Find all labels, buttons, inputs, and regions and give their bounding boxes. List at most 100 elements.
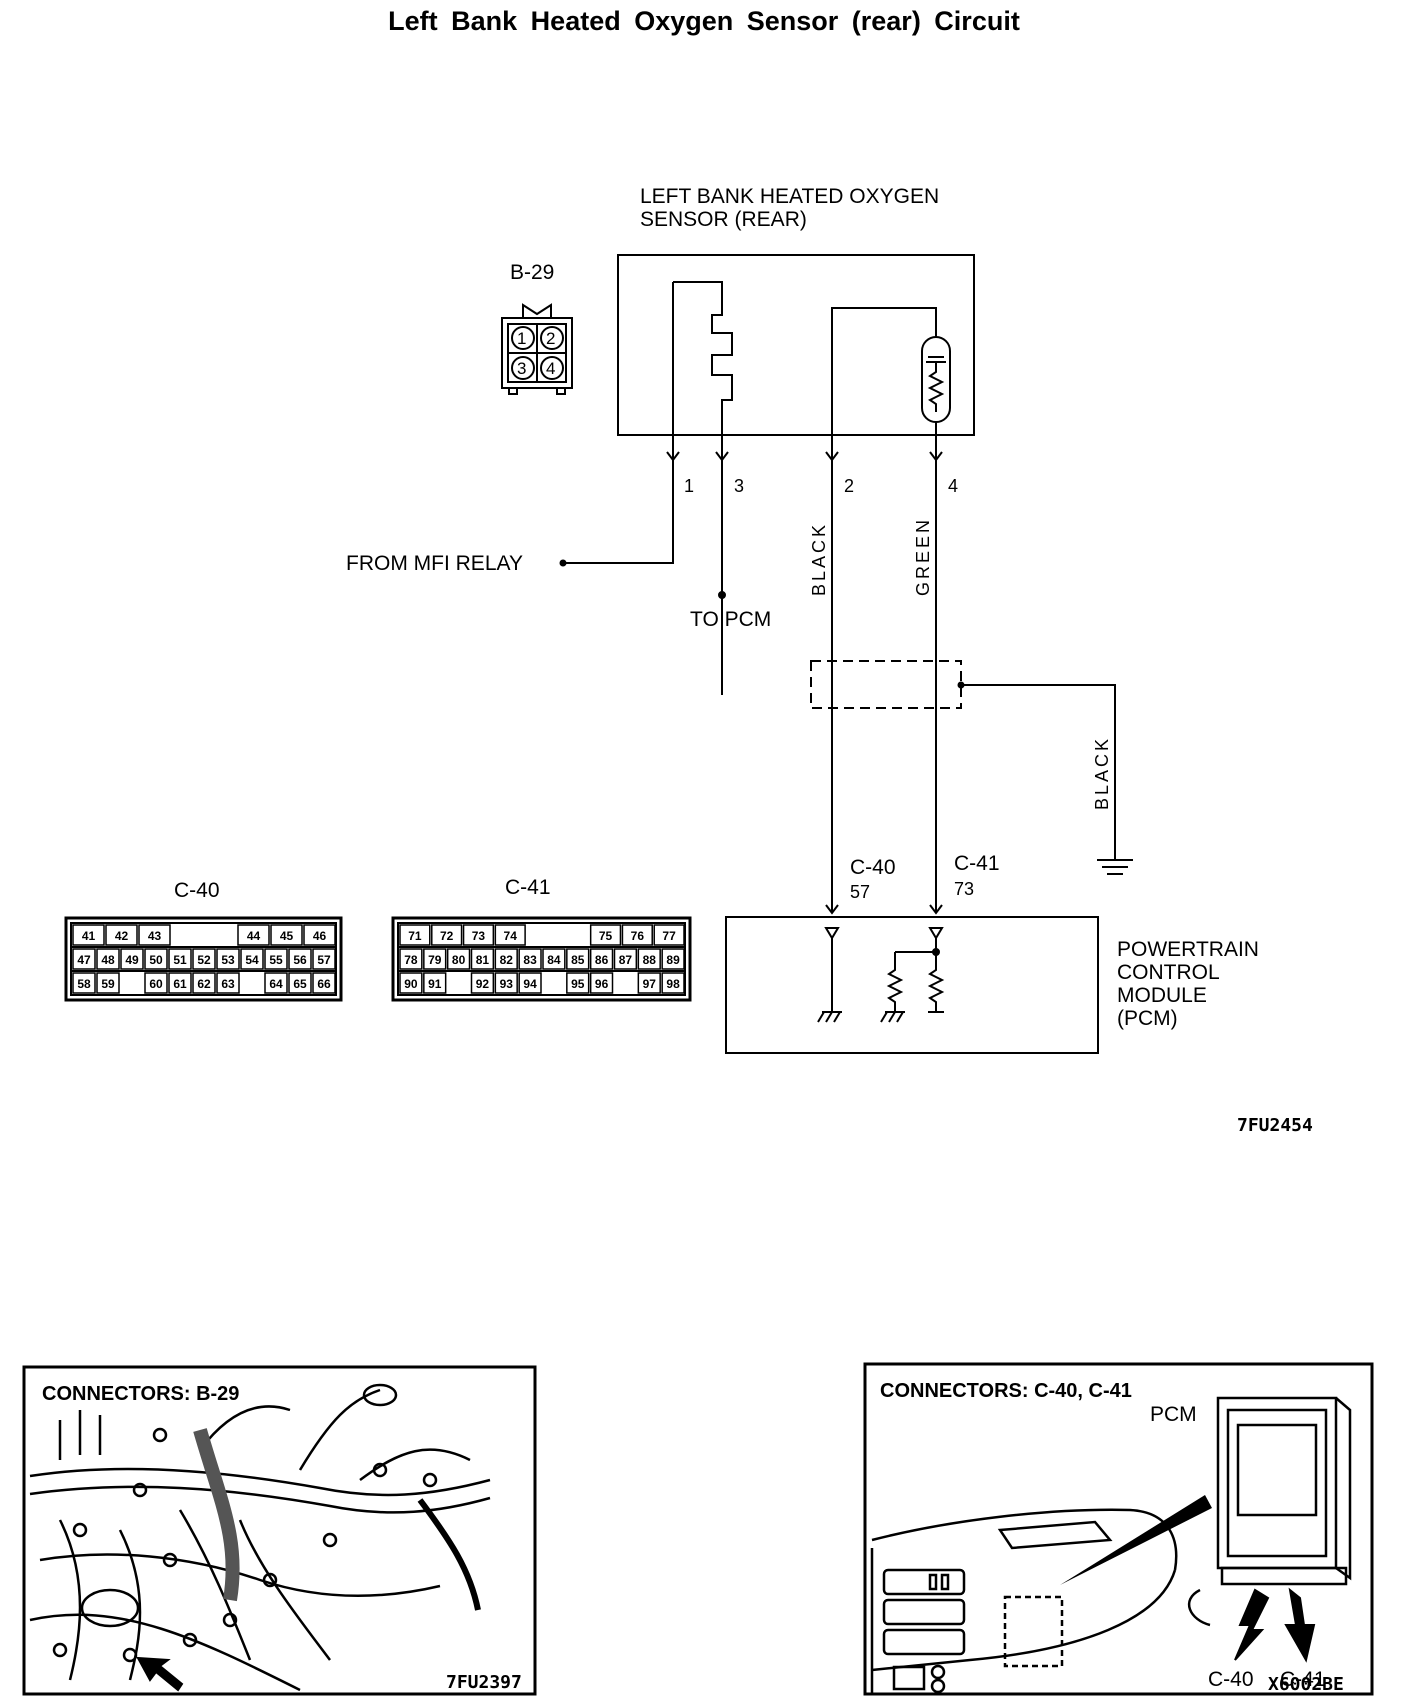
from-mfi-relay-label: FROM MFI RELAY: [346, 552, 523, 575]
connector-cavity: [589, 972, 614, 994]
connector-cavity: [168, 972, 192, 994]
connector-cavity: [105, 924, 138, 946]
connector-cavity: [494, 972, 518, 994]
connector-cavity: [312, 948, 336, 970]
connector-pin-number: 91: [428, 977, 442, 991]
c41-connector-outline: [391, 916, 692, 1002]
connector-cavity: [216, 948, 240, 970]
connector-cavity: [270, 924, 303, 946]
connector-pin-number: 57: [317, 953, 331, 967]
pcm-c40-pin: 57: [850, 882, 870, 902]
connector-pin-number: 65: [293, 977, 307, 991]
terminal-1-label: 1: [684, 476, 694, 496]
pcm-label-line2: CONTROL: [1117, 961, 1220, 984]
shield-box: [810, 660, 962, 709]
connector-pin-number: 89: [666, 953, 680, 967]
connector-pin-number: 76: [631, 929, 645, 943]
connector-pin-number: 51: [173, 953, 187, 967]
connector-pin-number: 96: [595, 977, 609, 991]
connector-pin-number: 82: [500, 953, 514, 967]
b29-connector-label: B-29: [510, 261, 554, 284]
wire-2: [831, 307, 937, 436]
ground-symbol: [1097, 859, 1133, 875]
connector-cavity: [138, 924, 171, 946]
connector-pin-number: 79: [428, 953, 442, 967]
connector-pin-number: 75: [599, 929, 613, 943]
connector-cavity: [589, 948, 614, 970]
connector-cavity: [637, 948, 661, 970]
pcm-pointer: [1060, 1495, 1212, 1585]
connector-pin-number: 86: [595, 953, 609, 967]
connector-cavity: [96, 948, 120, 970]
photo-left-frame: [22, 1365, 537, 1696]
connector-pin-number: 43: [148, 929, 162, 943]
connector-cavity: [168, 948, 192, 970]
connector-cavity: [518, 972, 542, 994]
connector-pin-number: 42: [115, 929, 129, 943]
connector-pin-number: 61: [173, 977, 187, 991]
pcm-label-line4: (PCM): [1117, 1007, 1178, 1030]
connector-pin-number: 62: [197, 977, 211, 991]
connector-pin-number: 84: [547, 953, 561, 967]
pcm-c41-label: C-41: [954, 852, 1000, 875]
sensor-label-line1: LEFT BANK HEATED OXYGEN: [640, 185, 939, 208]
photo-right-c41-label: C-41: [1280, 1668, 1326, 1691]
sensor-label-line2: SENSOR (REAR): [640, 208, 807, 231]
connector-cavity: [661, 972, 685, 994]
connector-cavity: [240, 948, 264, 970]
connector-cavity: [518, 948, 542, 970]
green-wire-label: GREEN: [913, 517, 933, 596]
connector-pin-number: 93: [500, 977, 514, 991]
connector-pin-number: 46: [313, 929, 327, 943]
connector-pin-number: 71: [408, 929, 422, 943]
connector-cavity: [661, 948, 685, 970]
connector-cavity: [72, 948, 96, 970]
connector-pin-number: 64: [269, 977, 283, 991]
connector-cavity: [566, 948, 590, 970]
connector-cavity: [589, 924, 622, 946]
terminal-arrow-4: [929, 451, 943, 462]
connector-cavity: [431, 924, 463, 946]
connector-pin-number: 66: [317, 977, 331, 991]
figure-code-main: 7FU2454: [1237, 1115, 1313, 1136]
connector-pin-number: 59: [101, 977, 115, 991]
relay-dot: [559, 559, 567, 567]
connector-pin-number: 56: [293, 953, 307, 967]
connector-cavity: [237, 924, 270, 946]
terminal-arrow-2: [825, 451, 839, 462]
shield-black-label: BLACK: [1092, 736, 1112, 810]
connector-pin-number: 90: [404, 977, 418, 991]
photo-right-frame: [863, 1362, 1374, 1696]
connector-cavity: [288, 948, 312, 970]
b29-pin-2: 2: [546, 329, 555, 348]
connector-cavity: [121, 973, 143, 993]
connector-pin-number: 94: [523, 977, 537, 991]
connector-pin-number: 77: [662, 929, 676, 943]
connector-cavity: [448, 973, 470, 993]
arrow-icon: [136, 1656, 184, 1692]
connector-cavity: [494, 948, 518, 970]
connector-pin-number: 73: [472, 929, 486, 943]
pcm-c40-label: C-40: [850, 856, 896, 879]
connector-cavity: [566, 972, 590, 994]
connector-cavity: [470, 972, 495, 994]
connector-cavity: [423, 972, 447, 994]
connector-pin-number: 55: [269, 953, 283, 967]
wire-1: [560, 282, 674, 564]
connector-cavity: [527, 925, 557, 945]
b29-pin-1: 1: [517, 329, 526, 348]
shield-wire: [961, 684, 1116, 860]
connector-pin-number: 98: [666, 977, 680, 991]
terminal-arrow-1: [666, 451, 680, 462]
connector-cavity: [205, 925, 236, 945]
terminal-3-label: 3: [734, 476, 744, 496]
connector-pin-number: 60: [149, 977, 163, 991]
connector-pin-number: 48: [101, 953, 115, 967]
photo-left-title: CONNECTORS: B-29: [42, 1383, 239, 1405]
page-title: Left Bank Heated Oxygen Sensor (rear) Ci…: [388, 6, 1020, 36]
connector-pin-number: 95: [571, 977, 585, 991]
connector-pin-number: 50: [149, 953, 163, 967]
connector-pin-number: 97: [643, 977, 657, 991]
